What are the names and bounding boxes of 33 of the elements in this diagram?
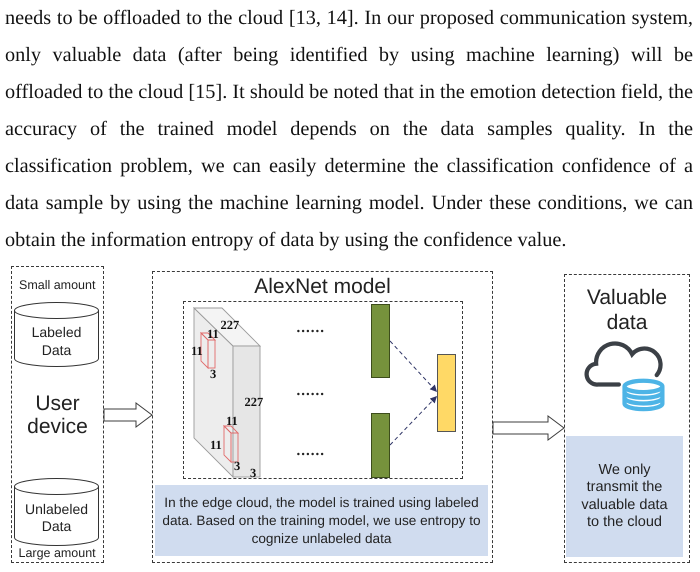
block-arrow (492, 415, 565, 441)
dimension-label: 11 (191, 344, 203, 358)
layer-bar (371, 304, 390, 378)
output-group-frame (564, 274, 690, 563)
dimension-label: 3 (210, 368, 216, 380)
block-arrow (104, 402, 153, 428)
dimension-label: 227 (220, 318, 240, 332)
description-panel: In the edge cloud, the model is trained using labeled data. Based on the training model, we use entropy to cognize unlabeled data (155, 485, 488, 556)
body-paragraph: needs to be offloaded to the cloud [13, 14]. In our proposed communication system, only valuable data (after being identified by using machine learning) will be offloaded to the cloud [15]. It should be noted that in the emotion detection field, the accuracy of the trained model depends on the data samples quality. In the classification problem, we can easily determine the classification confidence of a data sample by using the machine learning model. Under these conditions, we can obtain the information entropy of data by using the confidence value. (5, 6, 693, 253)
group-title: AlexNet model (253, 275, 392, 299)
output-layer-bar (437, 354, 456, 432)
amount-note: Large amount (18, 546, 96, 560)
database-cylinder: Labeled Data (14, 302, 99, 367)
dimension-label: 3 (250, 466, 256, 480)
amount-note: Small amount (19, 278, 96, 292)
dimension-label: 11 (226, 414, 238, 428)
dimension-label: 227 (244, 396, 264, 408)
layer-bar (371, 413, 390, 478)
model-group-frame (152, 271, 493, 563)
description-panel: We only transmit the valuable data to the cloud (566, 436, 683, 557)
database-cylinder: Unlabeled Data (14, 478, 99, 546)
dimension-label: 11 (210, 438, 222, 452)
ellipsis-text: ...... (296, 444, 325, 458)
ellipsis-text: ...... (296, 320, 325, 336)
group-title: User device (26, 392, 89, 438)
ellipsis-text: ...... (296, 384, 325, 398)
group-title: Valuable data (586, 285, 668, 335)
device-group-frame (11, 266, 104, 563)
dimension-label: 11 (207, 328, 219, 340)
network-frame (183, 301, 463, 479)
dimension-label: 3 (234, 460, 240, 472)
dashed-arrow (390, 396, 438, 446)
dashed-arrow (390, 340, 438, 392)
